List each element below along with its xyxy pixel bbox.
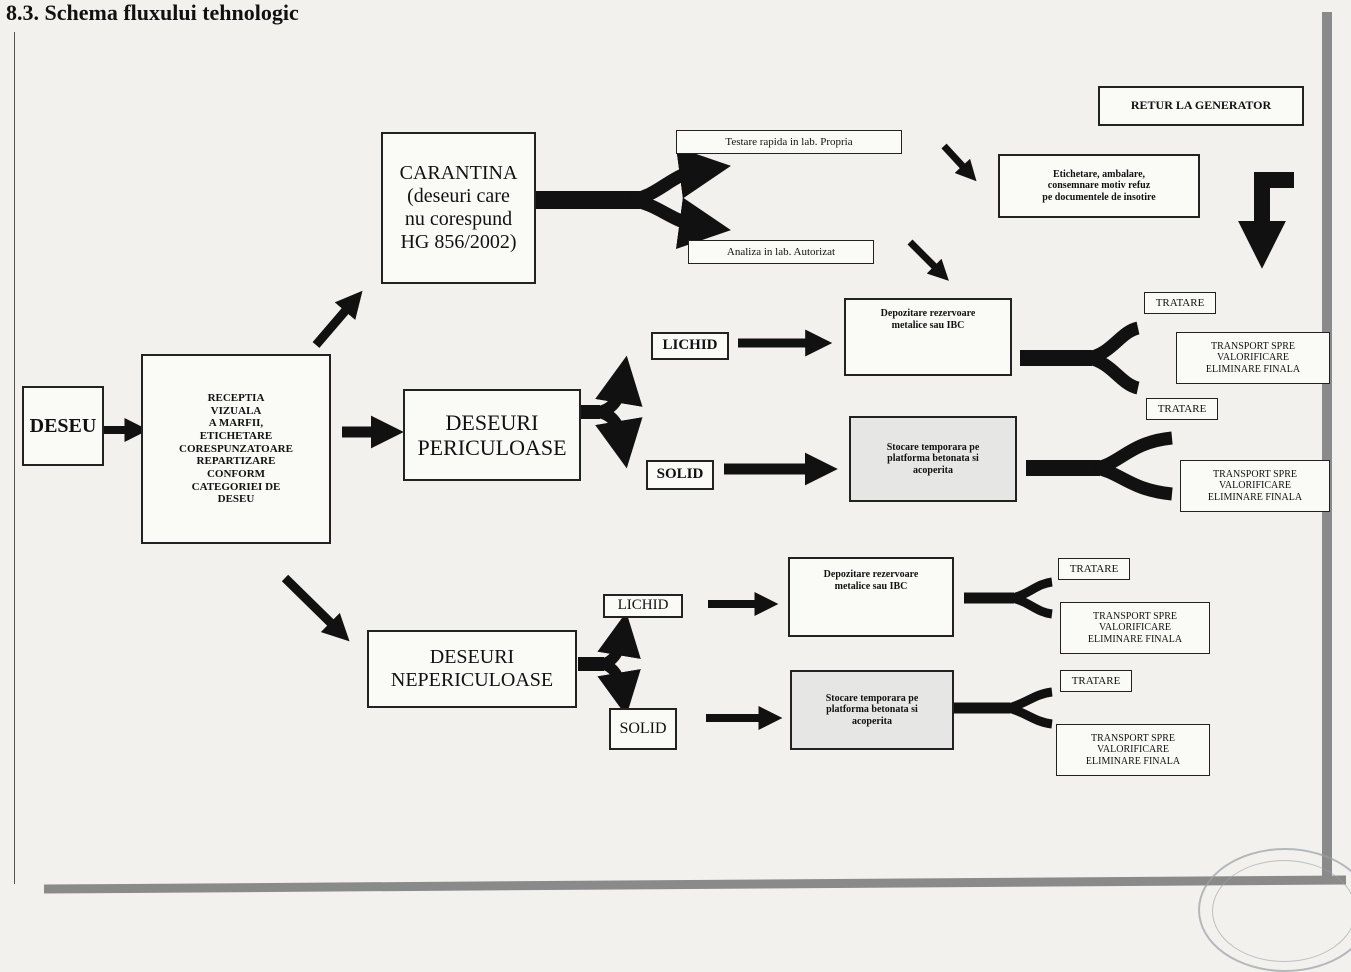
node-analiza: Analiza in lab. Autorizat (688, 240, 874, 264)
node-periculoase: DESEURI PERICULOASE (403, 389, 581, 481)
split-arrow-depozitare-n (964, 577, 1053, 619)
node-tratare-2: TRATARE (1146, 398, 1218, 420)
node-lichid-n: LICHID (603, 594, 683, 618)
node-tratare-3: TRATARE (1058, 558, 1130, 580)
split-arrow-nepericuloase (578, 611, 641, 717)
node-tratare-1: TRATARE (1144, 292, 1216, 314)
split-arrow-carantina (536, 146, 731, 250)
node-depozitare-p: Depozitare rezervoare metalice sau IBC (844, 298, 1012, 376)
frame-right-shadow (1322, 12, 1332, 882)
node-retur: RETUR LA GENERATOR (1098, 86, 1304, 126)
arrow-testare-etichetare (941, 143, 977, 182)
node-receptia: RECEPTIA VIZUALA A MARFII, ETICHETARE CO… (141, 354, 331, 544)
node-lichid-p: LICHID (651, 332, 729, 360)
arrow-receptia-nepericuloase (281, 574, 350, 642)
node-stocare-p: Stocare temporara pe platforma betonata … (849, 416, 1017, 502)
arrow-analiza-depozitare (907, 239, 949, 281)
split-arrow-stocare-p (1026, 431, 1173, 501)
node-etichetare-refuz: Etichetare, ambalare, consemnare motiv r… (998, 154, 1200, 218)
node-transport-2: TRANSPORT SPRE VALORIFICARE ELIMINARE FI… (1180, 460, 1330, 512)
frame-left-border (14, 32, 15, 884)
node-carantina: CARANTINA (deseuri care nu corespund HG … (381, 132, 536, 284)
node-depozitare-n: Depozitare rezervoare metalice sau IBC (788, 557, 954, 637)
node-stocare-n: Stocare temporara pe platforma betonata … (790, 670, 954, 750)
node-nepericuloase: DESEURI NEPERICULOASE (367, 630, 577, 708)
connector-arrows (104, 143, 1294, 730)
arrow-receptia-carantina (312, 290, 363, 348)
node-testare: Testare rapida in lab. Propria (676, 130, 902, 154)
node-deseu: DESEU (22, 386, 104, 466)
node-solid-n: SOLID (609, 708, 677, 750)
split-arrow-stocare-n (954, 687, 1053, 729)
node-transport-3: TRANSPORT SPRE VALORIFICARE ELIMINARE FI… (1060, 602, 1210, 654)
split-arrow-depozitare-p (1020, 321, 1141, 395)
arrow-retur-down (1238, 172, 1294, 269)
node-transport-4: TRANSPORT SPRE VALORIFICARE ELIMINARE FI… (1056, 724, 1210, 776)
node-transport-1: TRANSPORT SPRE VALORIFICARE ELIMINARE FI… (1176, 332, 1330, 384)
stamp-seal-inner (1212, 860, 1351, 962)
node-tratare-4: TRATARE (1060, 670, 1132, 692)
page-title: 8.3. Schema fluxului tehnologic (6, 0, 299, 25)
node-solid-p: SOLID (646, 460, 714, 490)
